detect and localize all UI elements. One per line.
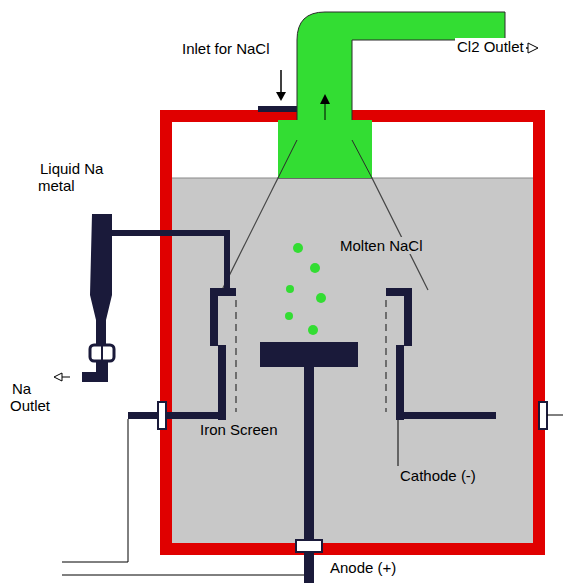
chlorine-hood (278, 120, 372, 178)
chlorine-bubbles (285, 243, 326, 335)
cathode (396, 345, 404, 420)
label-holder: Cl2 Outlet (455, 38, 526, 55)
label-holder: Molten NaCl (338, 237, 425, 254)
electrode-label: Cathode (-) (398, 467, 478, 484)
part-label: Iron Screen (198, 421, 280, 438)
inlet-label: Inlet for NaCl (180, 40, 272, 57)
valve (90, 345, 114, 361)
sodium-outlet-pipe (82, 361, 108, 382)
sodium-pipe (112, 230, 230, 236)
sodium-collector (90, 214, 112, 345)
outlet-label: Na Outlet (10, 380, 52, 414)
anode (260, 342, 358, 367)
electrode-label: Anode (+) (328, 559, 398, 576)
outlet-label: Cl2 Outlet (455, 38, 526, 55)
chlorine-pipe (278, 12, 505, 178)
electrolyte-label: Molten NaCl (338, 237, 425, 254)
label-holder: Iron Screen (198, 421, 280, 438)
label-holder: Liquid Na metal (38, 160, 110, 194)
label-holder: Inlet for NaCl (180, 40, 272, 57)
cathode (218, 345, 226, 420)
label-holder: Anode (+) (328, 559, 398, 576)
iron-screen (235, 300, 236, 412)
product-label: Liquid Na metal (38, 160, 103, 194)
collector-wall (210, 288, 218, 346)
iron-screen (385, 300, 386, 412)
cell-housing (166, 116, 539, 549)
collector-wall (404, 288, 412, 346)
label-holder: Cathode (-) (398, 467, 478, 484)
label-holder: Na Outlet (10, 380, 58, 414)
